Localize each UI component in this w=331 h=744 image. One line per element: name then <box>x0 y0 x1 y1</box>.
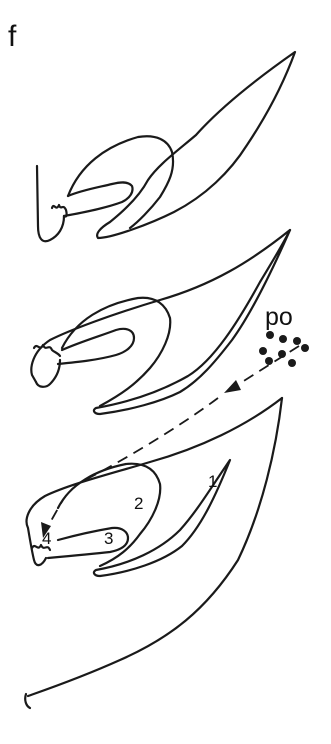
flower-bottom-outer-petal <box>27 398 282 565</box>
flower-bottom <box>25 398 282 708</box>
pollen-grains <box>259 331 309 367</box>
pollen-grain <box>265 357 273 365</box>
flower-top-outer-petal <box>97 52 295 238</box>
stage-label-3: 3 <box>104 529 113 548</box>
pollen-grain <box>301 344 309 352</box>
pollen-grain <box>279 335 287 343</box>
pollen-label: po <box>265 303 293 331</box>
flower-bottom-style <box>48 528 128 558</box>
pollen-grain <box>288 359 296 367</box>
arrowhead-upper <box>224 380 241 393</box>
pollen-grain <box>293 337 301 345</box>
flower-bottom-bract <box>28 398 282 696</box>
flower-middle-outer-petal <box>31 230 290 382</box>
flower-middle <box>31 230 290 414</box>
pollen-grain <box>266 331 274 339</box>
flower-bottom-inner-petal <box>58 464 160 566</box>
flower-middle-keel <box>36 360 60 387</box>
stage-label-1: 1 <box>208 472 217 491</box>
stage-label-2: 2 <box>134 494 143 513</box>
flower-top-stigma <box>52 205 67 217</box>
pollen-grain <box>259 347 267 355</box>
stage-label-4: 4 <box>42 529 51 548</box>
flower-top <box>37 52 295 241</box>
flower-middle-back-petal <box>94 230 290 414</box>
panel-letter: f <box>8 20 17 53</box>
flower-top-keel <box>37 166 64 241</box>
